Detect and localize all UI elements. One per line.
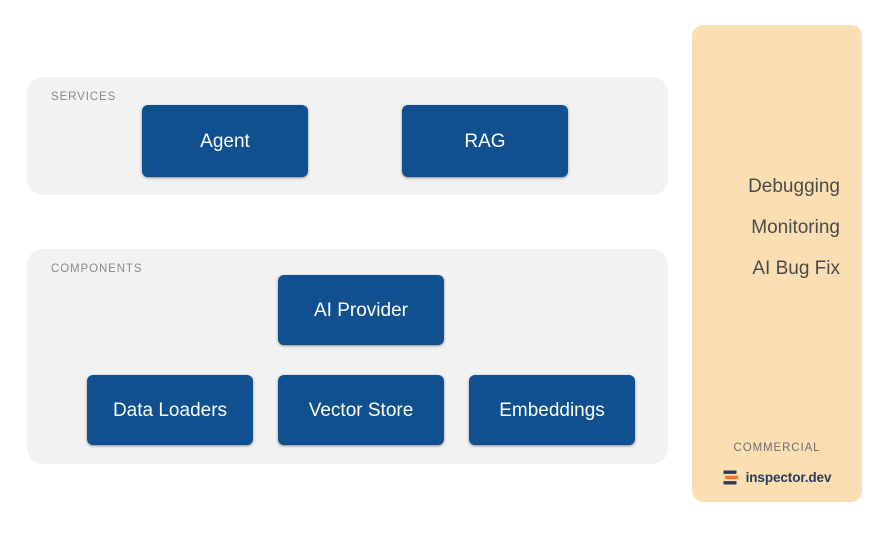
node-rag[interactable]: RAG	[402, 105, 568, 177]
node-embeddings[interactable]: Embeddings	[469, 375, 635, 445]
node-data-loaders[interactable]: Data Loaders	[87, 375, 253, 445]
node-rag-label: RAG	[464, 130, 506, 152]
node-vector-store[interactable]: Vector Store	[278, 375, 444, 445]
inspector-dev-brand[interactable]: inspector.dev	[723, 470, 832, 485]
node-agent[interactable]: Agent	[142, 105, 308, 177]
commercial-label: COMMERCIAL	[733, 442, 821, 454]
feature-item-debugging[interactable]: Debugging	[748, 176, 840, 197]
node-vector-store-label: Vector Store	[308, 399, 414, 421]
node-embeddings-label: Embeddings	[499, 399, 605, 421]
commercial-panel: Debugging Monitoring AI Bug Fix COMMERCI…	[692, 25, 862, 502]
group-components-label: COMPONENTS	[51, 263, 143, 275]
commercial-panel-footer: COMMERCIAL inspector.dev	[692, 442, 862, 485]
node-ai-provider-label: AI Provider	[314, 299, 408, 321]
feature-item-monitoring[interactable]: Monitoring	[751, 217, 840, 238]
group-services: SERVICES	[27, 77, 668, 195]
feature-item-ai-bug-fix[interactable]: AI Bug Fix	[752, 258, 840, 279]
node-data-loaders-label: Data Loaders	[112, 399, 228, 421]
node-agent-label: Agent	[200, 130, 250, 152]
node-ai-provider[interactable]: AI Provider	[278, 275, 444, 345]
group-services-label: SERVICES	[51, 91, 117, 103]
commercial-feature-list: Debugging Monitoring AI Bug Fix	[692, 177, 840, 278]
inspector-bars-icon	[723, 470, 738, 485]
inspector-dev-brand-name: inspector.dev	[745, 470, 832, 485]
